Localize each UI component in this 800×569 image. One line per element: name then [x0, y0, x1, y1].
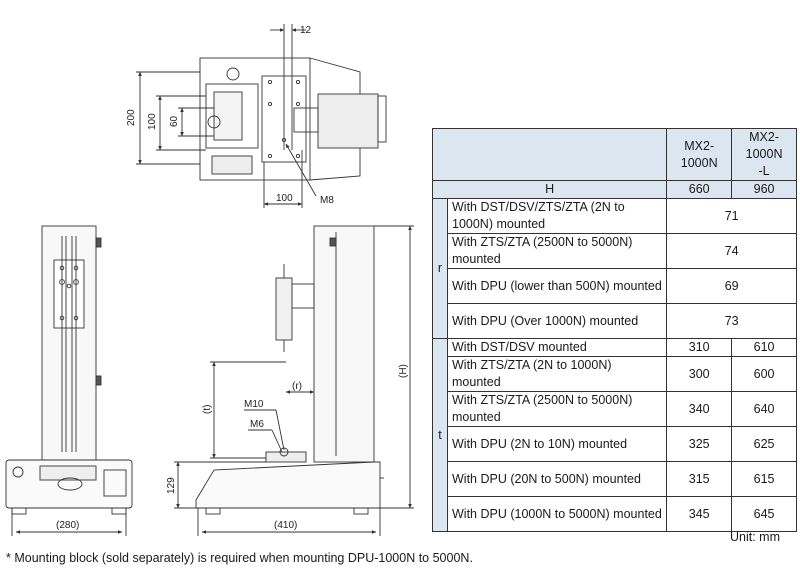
footnote: * Mounting block (sold separately) is re… — [6, 551, 473, 565]
group-label-t: t — [432, 338, 448, 532]
dim-60: 60 — [169, 115, 180, 127]
table-row: With ZTS/ZTA (2N to 1000N) mounted 300 6… — [433, 356, 797, 392]
row-h-value-2: 960 — [731, 180, 797, 199]
dim-r: (r) — [292, 381, 302, 392]
value-cell: 310 — [666, 338, 733, 357]
dim-m8: M8 — [320, 195, 334, 206]
dim-m6: M6 — [250, 419, 264, 430]
value-cell: 600 — [731, 356, 797, 392]
technical-drawing: 12 200 100 60 100 M8 (280) (410) (H) (t)… — [5, 24, 414, 536]
condition-cell: With DPU (2N to 10N) mounted — [446, 426, 668, 462]
value-cell: 73 — [666, 303, 797, 339]
condition-cell: With ZTS/ZTA (2500N to 5000N) mounted — [446, 233, 668, 269]
table-row: With DPU (2N to 10N) mounted 325 625 — [433, 426, 797, 462]
unit-note: Unit: mm — [730, 530, 780, 544]
condition-cell: With ZTS/ZTA (2500N to 5000N) mounted — [446, 391, 668, 427]
dim-100-bottom: 100 — [276, 193, 293, 204]
value-cell: 340 — [666, 391, 733, 427]
dim-410: (410) — [274, 520, 297, 531]
condition-cell: With DPU (lower than 500N) mounted — [446, 268, 668, 304]
table-row: With DPU (20N to 500N) mounted 315 615 — [433, 461, 797, 497]
table-row: t With DST/DSV mounted 310 610 — [432, 338, 797, 532]
condition-cell: With DPU (1000N to 5000N) mounted — [446, 496, 668, 532]
value-cell: 615 — [731, 461, 797, 497]
condition-cell: With DPU (20N to 500N) mounted — [446, 461, 668, 497]
value-cell: 74 — [666, 233, 797, 269]
table-row: With DPU (1000N to 5000N) mounted 345 64… — [433, 496, 797, 532]
table-header-model-2: MX2-1000N -L — [731, 128, 797, 181]
table-header-blank — [431, 128, 668, 181]
value-cell: 325 — [666, 426, 733, 462]
value-cell: 315 — [666, 461, 733, 497]
dim-200: 200 — [126, 109, 137, 126]
value-cell: 645 — [731, 496, 797, 532]
condition-cell: With DPU (Over 1000N) mounted — [446, 303, 668, 339]
table-header-model-1: MX2-1000N — [666, 128, 733, 181]
value-cell: 625 — [731, 426, 797, 462]
value-cell: 71 — [666, 198, 797, 234]
value-cell: 345 — [666, 496, 733, 532]
value-cell: 610 — [731, 338, 797, 357]
table-row-h: H 660 960 — [431, 180, 797, 199]
condition-cell: With DST/DSV mounted — [446, 338, 668, 357]
dim-129: 129 — [166, 477, 177, 494]
condition-cell: With ZTS/ZTA (2N to 1000N) mounted — [446, 356, 668, 392]
dim-12: 12 — [300, 25, 312, 36]
table-row: With ZTS/ZTA (2500N to 5000N) mounted 34… — [433, 391, 797, 427]
group-label-r: r — [432, 198, 448, 339]
side-view — [174, 225, 414, 536]
table-row: r With DST/DSV/ZTS/ZTA (2N to 1000N) mou… — [432, 198, 797, 339]
condition-cell: With DST/DSV/ZTS/ZTA (2N to 1000N) mount… — [446, 198, 668, 234]
top-view — [136, 24, 387, 208]
dim-h: (H) — [398, 364, 409, 378]
dim-280: (280) — [56, 520, 79, 531]
value-cell: 640 — [731, 391, 797, 427]
table-row: With DPU (lower than 500N) mounted 69 — [433, 268, 797, 304]
table-row: With DPU (Over 1000N) mounted 73 — [433, 303, 797, 339]
dim-t: (t) — [202, 405, 213, 414]
dim-100-left: 100 — [147, 113, 158, 130]
dim-m10: M10 — [244, 399, 264, 410]
value-cell: 300 — [666, 356, 733, 392]
value-cell: 69 — [666, 268, 797, 304]
table-row: With ZTS/ZTA (2500N to 5000N) mounted 74 — [433, 233, 797, 269]
row-h-label: H — [431, 180, 668, 199]
dimension-table: MX2-1000N MX2-1000N -L H 660 960 r With … — [431, 128, 797, 532]
front-view — [5, 225, 133, 536]
row-h-value-1: 660 — [666, 180, 733, 199]
